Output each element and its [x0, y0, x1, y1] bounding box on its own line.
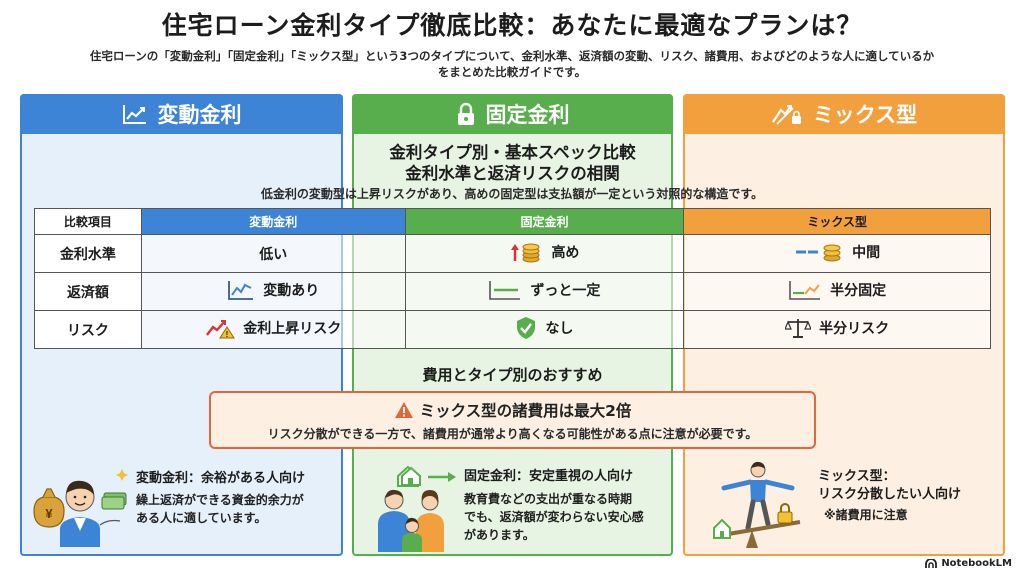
table-row: 返済額 変動あり ずっと一定 半分固定 [34, 272, 991, 311]
mix-recommend-head: ミックス型： リスク分散したい人向け [818, 469, 962, 502]
mix-type-header: ミックス型 [683, 94, 1005, 134]
lock-icon [456, 102, 476, 126]
warning-box: ミックス型の諸費用は最大2倍 リスク分散ができる一方で、諸費用が通常より高くなる… [209, 391, 816, 449]
row-label: リスク [34, 310, 142, 349]
balance-coins-icon [794, 241, 844, 263]
fixed-rate-header: 固定金利 [352, 94, 673, 134]
cell-mix: 半分リスク [683, 310, 991, 349]
svg-text:!: ! [226, 330, 229, 339]
brand-footer: NotebookLM [925, 558, 1012, 569]
balancing-person-icon [710, 458, 806, 554]
house-arrow-icon [400, 465, 462, 487]
table-row: リスク ! 金利上昇リスク なし 半分リスク [34, 310, 991, 349]
notebooklm-logo-icon [925, 558, 938, 569]
page-subtitle: 住宅ローンの「変動金利」「固定金利」「ミックス型」という3つのタイプについて、金… [60, 48, 964, 80]
subtitle-line-1: 住宅ローンの「変動金利」「固定金利」「ミックス型」という3つのタイプについて、金… [89, 49, 935, 63]
warning-text: リスク分散ができる一方で、諸費用が通常より高くなる可能性がある点に注意が必要です… [267, 427, 758, 441]
half-fixed-chart-icon [788, 279, 822, 301]
spec-subtitle: 金利水準と返済リスクの相関 [405, 164, 620, 183]
spec-title: 金利タイプ別・基本スペック比較 [389, 143, 636, 162]
mix-recommend-note: ※諸費用に注意 [824, 508, 908, 522]
fixed-rate-label: 固定金利 [485, 103, 570, 127]
shield-check-icon [515, 316, 537, 340]
brand-label: NotebookLM [941, 558, 1012, 569]
variable-rate-label: 変動金利 [157, 103, 242, 127]
mix-type-label: ミックス型 [812, 103, 918, 127]
comparison-table: 比較項目 変動金利 固定金利 ミックス型 金利水準 低い 高め 中間 返済額 変… [34, 208, 991, 349]
rising-warning-icon: ! [205, 317, 236, 339]
table-header-row: 比較項目 変動金利 固定金利 ミックス型 [34, 208, 991, 235]
mixed-rate-icon [771, 102, 803, 126]
header-mix: ミックス型 [683, 208, 991, 235]
line-chart-icon [227, 279, 255, 301]
investor-illustration-icon: ¥ [30, 465, 130, 547]
subtitle-line-2: をまとめた比較ガイドです。 [437, 65, 587, 79]
cell-variable: 変動あり [140, 272, 406, 311]
trend-up-icon [122, 103, 148, 125]
recommend-section-title: 費用とタイプ別のおすすめ [422, 366, 603, 384]
header-item: 比較項目 [34, 208, 142, 235]
fixed-recommend-head: 固定金利：安定重視の人向け [464, 469, 634, 484]
scale-icon [785, 317, 812, 339]
spec-description: 低金利の変動型は上昇リスクがあり、高めの固定型は支払額が一定という対照的な構造で… [260, 187, 764, 201]
variable-recommend-head: 変動金利：余裕がある人向け [136, 471, 306, 486]
table-row: 金利水準 低い 高め 中間 [34, 234, 991, 273]
header-variable: 変動金利 [140, 208, 406, 235]
page-title: 住宅ローン金利タイプ徹底比較：あなたに最適なプランは？ [161, 11, 863, 40]
row-label: 返済額 [34, 272, 142, 311]
warning-icon [394, 401, 414, 419]
cell-mix: 中間 [683, 234, 991, 273]
cell-fixed: 高め [404, 234, 685, 273]
variable-rate-header: 変動金利 [20, 94, 343, 134]
variable-recommend-text: 繰上返済ができる資金的余力が ある人に適しています。 [136, 493, 304, 525]
row-label: 金利水準 [34, 234, 142, 273]
fixed-recommend-text: 教育費などの支出が重なる時期 でも、返済額が変わらない安心感 があります。 [464, 492, 644, 542]
warning-title: ミックス型の諸費用は最大2倍 [419, 402, 632, 420]
cell-fixed: ずっと一定 [404, 272, 685, 311]
svg-text:¥: ¥ [45, 506, 53, 521]
header-fixed: 固定金利 [404, 208, 685, 235]
cell-variable: 低い [140, 234, 406, 273]
arrow-up-coins-icon [509, 241, 543, 263]
cell-variable: ! 金利上昇リスク [140, 310, 406, 349]
flat-line-icon [488, 279, 522, 301]
cell-fixed: なし [404, 310, 685, 349]
cell-mix: 半分固定 [683, 272, 991, 311]
